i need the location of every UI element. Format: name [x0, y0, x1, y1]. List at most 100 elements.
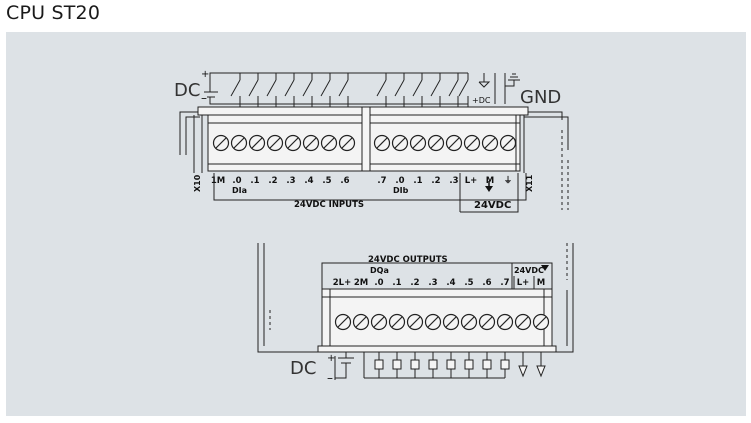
input-switch-10 [430, 73, 441, 107]
output-load-6 [482, 352, 492, 378]
bottom-dc-label: DC [290, 358, 316, 379]
terminal-screw-dq-8 [478, 313, 496, 331]
input-pin-b-1: .0 [395, 176, 404, 186]
terminal-screw-dq-10 [514, 313, 532, 331]
top-left-rail-inner [185, 116, 200, 155]
output-load-5 [464, 352, 474, 378]
top-dc-label: DC [174, 80, 200, 101]
top-left-rail [179, 111, 200, 155]
group-a-name: DIa [232, 186, 247, 195]
top-gnd-lead [504, 73, 515, 87]
input-switch-1 [248, 73, 259, 107]
input-switch-8 [394, 73, 405, 107]
connector-x11: X11 [525, 174, 534, 192]
terminal-screw-x11-2 [409, 134, 427, 152]
bottom-terminal-cap [317, 345, 557, 353]
top-dc-rail-minus [209, 97, 468, 105]
input-pin-a-7: .6 [340, 176, 349, 186]
input-switch-5 [320, 73, 331, 107]
bottom-left-rail [257, 243, 268, 353]
outputs-caption: 24VDC OUTPUTS [368, 255, 448, 265]
output-pin-5: .3 [428, 278, 437, 288]
terminal-screw-dq-3 [388, 313, 406, 331]
terminal-screw-x11-1 [391, 134, 409, 152]
inputs-caption: 24VDC INPUTS [294, 200, 364, 210]
top-dc-plus-sign: + [201, 69, 209, 80]
output-pin-0: 2L+ [333, 278, 351, 288]
top-dc-minus-sign: – [201, 91, 207, 105]
input-switches [230, 73, 469, 107]
output-load-1 [392, 352, 402, 378]
output-load-3 [428, 352, 438, 378]
bottom-terminal-screws [334, 313, 550, 331]
top-terminal-screws [212, 134, 517, 152]
input-switch-2 [266, 73, 277, 107]
terminal-screw-x10-1 [230, 134, 248, 152]
terminal-screw-dq-1 [352, 313, 370, 331]
terminal-screw-dq-5 [424, 313, 442, 331]
output-pin-8: .6 [482, 278, 491, 288]
input-pin-a-1: .0 [232, 176, 241, 186]
bottom-right-rail [552, 243, 574, 353]
terminal-screw-dq-4 [406, 313, 424, 331]
top-supply-pin-1: M [486, 176, 494, 186]
bottom-supply-arrow-icon [541, 265, 549, 271]
output-ground-icon [536, 352, 546, 378]
top-supply-caption: 24VDC [474, 200, 511, 211]
page-title: CPU ST20 [6, 2, 101, 24]
terminal-screw-x11-0 [373, 134, 391, 152]
input-pin-b-4: .3 [449, 176, 458, 186]
terminal-screw-dq-9 [496, 313, 514, 331]
input-pin-b-3: .2 [431, 176, 440, 186]
input-pin-b-2: .1 [413, 176, 422, 186]
output-pin-2: .0 [374, 278, 383, 288]
bottom-supply-pin-1: M [537, 278, 545, 288]
terminal-screw-x11-3 [427, 134, 445, 152]
input-switch-3 [284, 73, 295, 107]
terminal-screw-x10-0 [212, 134, 230, 152]
output-load-7 [500, 352, 510, 378]
supply-arrow-icon [485, 186, 493, 192]
bottom-dc-plus-sign: + [327, 353, 335, 364]
input-switch-0 [230, 73, 241, 107]
output-pin-4: .2 [410, 278, 419, 288]
output-load-4 [446, 352, 456, 378]
top-supply-frame [460, 173, 519, 213]
terminal-screw-dq-11 [532, 313, 550, 331]
output-pin-3: .1 [392, 278, 401, 288]
gnd-label: GND [520, 87, 561, 108]
output-load-0 [374, 352, 384, 378]
terminal-screw-x11-6 [481, 134, 499, 152]
input-pin-a-2: .1 [250, 176, 259, 186]
output-group-name: DQa [370, 266, 389, 275]
bottom-supply-caption: 24VDC [514, 266, 544, 275]
terminal-screw-x10-4 [284, 134, 302, 152]
terminal-screw-x10-5 [302, 134, 320, 152]
terminal-screw-x10-2 [248, 134, 266, 152]
top-dc-rail-plus [209, 72, 468, 80]
top-right-rail-inner [524, 116, 569, 150]
input-switch-6 [338, 73, 349, 107]
terminal-screw-x10-7 [338, 134, 356, 152]
input-pin-a-4: .3 [286, 176, 295, 186]
bottom-supply-pin-0: L+ [517, 278, 530, 288]
terminal-screw-x10-3 [266, 134, 284, 152]
terminal-screw-x11-4 [445, 134, 463, 152]
top-label-frame [213, 173, 527, 201]
output-pin-9: .7 [500, 278, 509, 288]
input-switch-7 [376, 73, 387, 107]
bottom-label-frame [321, 262, 513, 289]
terminal-screw-x11-5 [463, 134, 481, 152]
top-block-divider [361, 106, 371, 172]
terminal-screw-dq-2 [370, 313, 388, 331]
output-pin-1: 2M [354, 278, 368, 288]
terminal-screw-dq-0 [334, 313, 352, 331]
terminal-screw-x10-6 [320, 134, 338, 152]
bottom-dc-minus-sign: – [327, 371, 333, 385]
input-pin-b-0: .7 [377, 176, 386, 186]
top-right-rail [524, 111, 563, 120]
output-load-2 [410, 352, 420, 378]
output-ground-arrow-icon [518, 352, 528, 378]
